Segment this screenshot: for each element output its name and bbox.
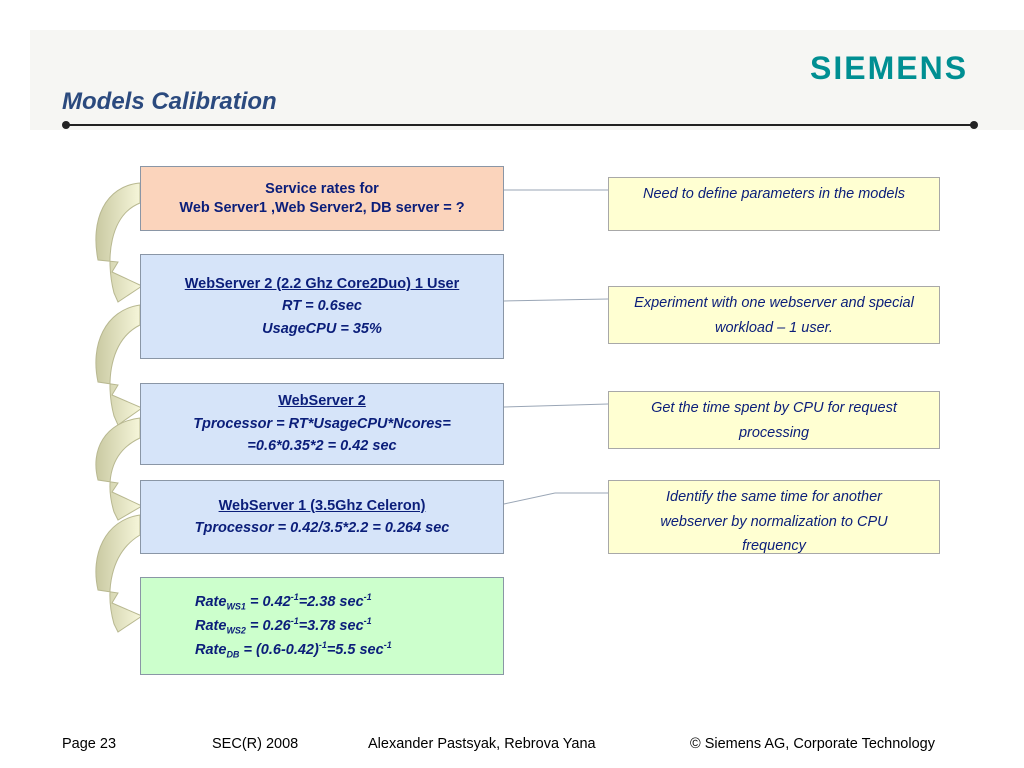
webserver1-tprocessor-box: WebServer 1 (3.5Ghz Celeron) Tprocessor … <box>140 480 504 554</box>
footer-copyright: © Siemens AG, Corporate Technology <box>690 736 935 752</box>
curved-arrow <box>95 182 144 633</box>
slide-title: Models Calibration <box>62 88 277 115</box>
footer-authors: Alexander Pastsyak, Rebrova Yana <box>368 736 596 752</box>
header-band <box>30 30 1024 130</box>
rates-box: RateWS1 = 0.42-1=2.38 sec-1 RateWS2 = 0.… <box>140 577 504 675</box>
webserver2-tprocessor-box: WebServer 2 Tprocessor = RT*UsageCPU*Nco… <box>140 383 504 465</box>
service-rates-line1: Service rates for <box>265 180 379 197</box>
webserver2-heading: WebServer 2 <box>278 393 366 410</box>
siemens-logo: SIEMENS <box>810 50 969 86</box>
webserver2-user-box: WebServer 2 (2.2 Ghz Core2Duo) 1 User RT… <box>140 254 504 359</box>
rt-value: RT = 0.6sec <box>282 298 362 315</box>
usage-cpu-value: UsageCPU = 35% <box>262 320 382 337</box>
webserver1-tprocessor: Tprocessor = 0.42/3.5*2.2 = 0.264 sec <box>194 520 450 536</box>
note-define-parameters: Need to define parameters in the models <box>608 177 940 231</box>
rule-right-dot <box>970 121 978 129</box>
header-rule <box>66 124 976 126</box>
service-rates-line2: Web Server1 ,Web Server2, DB server = ? <box>179 199 465 216</box>
rate-ws1-line: RateWS1 = 0.42-1=2.38 sec-1 <box>195 591 372 612</box>
note-experiment: Experiment with one webserver and specia… <box>608 286 940 344</box>
tprocessor-result: =0.6*0.35*2 = 0.42 sec <box>247 438 397 455</box>
rate-db-line: RateDB = (0.6-0.42)-1=5.5 sec-1 <box>195 640 392 660</box>
footer-page-number: Page 23 <box>62 736 117 752</box>
connector-line <box>503 403 609 408</box>
webserver1-heading: WebServer 1 (3.5Ghz Celeron) <box>218 497 426 514</box>
service-rates-box: Service rates for Web Server1 ,Web Serve… <box>140 166 504 231</box>
tprocessor-formula: Tprocessor = RT*UsageCPU*Ncores= <box>193 415 451 432</box>
footer-event: SEC(R) 2008 <box>212 736 299 752</box>
rate-ws2-line: RateWS2 = 0.26-1=3.78 sec-1 <box>195 615 372 636</box>
webserver2-user-heading: WebServer 2 (2.2 Ghz Core2Duo) 1 User <box>184 275 460 292</box>
connector-line <box>503 492 556 505</box>
connector-line <box>503 298 609 302</box>
